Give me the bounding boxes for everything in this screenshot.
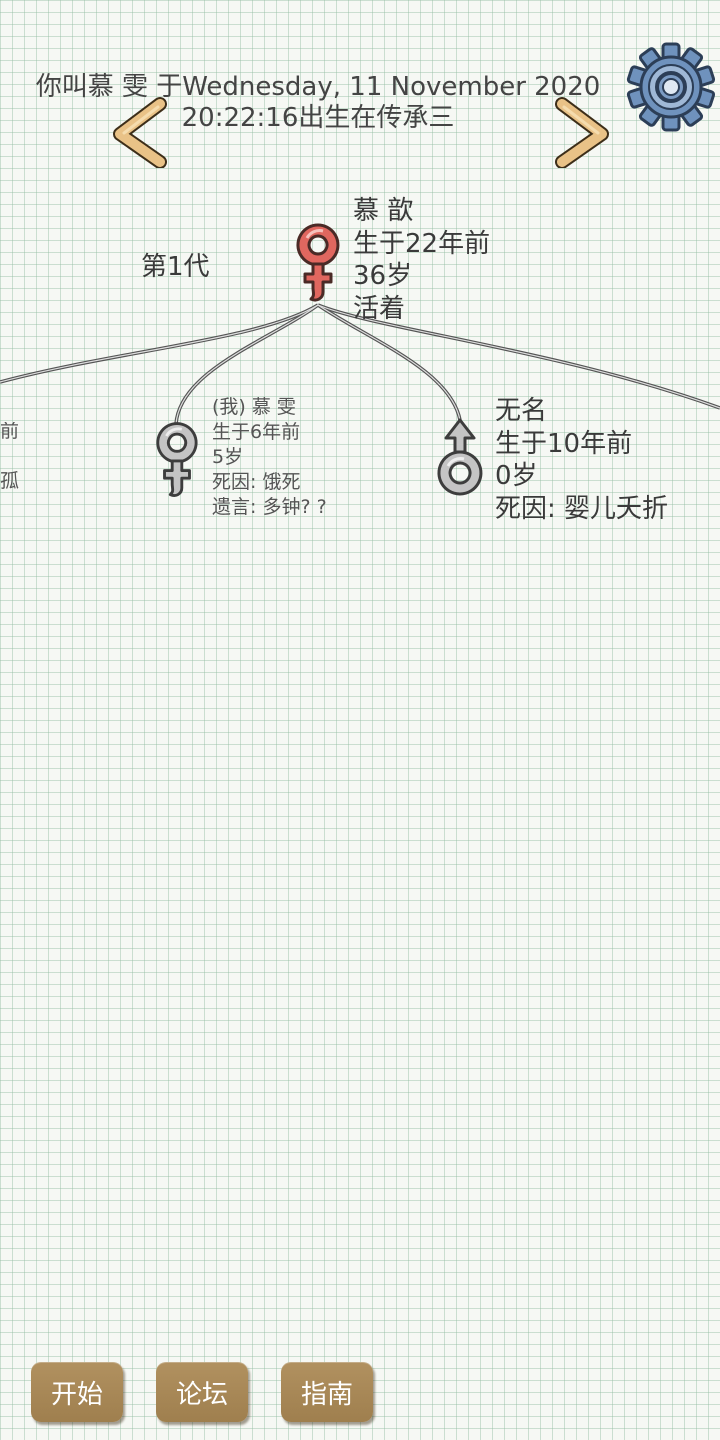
child-offscreen-line2 (0, 447, 44, 472)
me-female-symbol-icon[interactable] (153, 420, 201, 500)
gear-icon (626, 42, 716, 132)
child-info-offscreen: 年前 孤 (0, 422, 44, 497)
son-name: 无名 (495, 396, 548, 426)
guide-button[interactable]: 指南 (281, 1362, 373, 1422)
son-age: 0岁 (495, 461, 538, 491)
forum-button[interactable]: 论坛 (156, 1362, 248, 1422)
son-born: 生于10年前 (495, 428, 633, 459)
son-male-symbol-icon[interactable] (434, 418, 486, 498)
generation-label: 第1代 (141, 252, 210, 282)
previous-arrow-button[interactable] (110, 96, 174, 169)
me-age: 5岁 (212, 446, 244, 468)
parent-female-symbol-icon[interactable] (293, 222, 343, 304)
parent-age: 36岁 (353, 261, 413, 291)
parent-info: 慕 歆 生于22年前 36岁 活着 (353, 198, 490, 328)
birth-info-line-2: 20:22:16出生在传承三 (181, 103, 455, 133)
next-arrow-button[interactable] (550, 96, 614, 169)
son-death-cause: 死因: 婴儿夭折 (495, 493, 669, 524)
child-offscreen-line3: 孤 (0, 470, 20, 492)
birth-info-line-1: 你叫慕 雯 于Wednesday, 11 November 2020 (35, 72, 601, 102)
child-offscreen-born: 年前 (0, 422, 20, 442)
family-tree-connectors (0, 303, 720, 425)
me-born: 生于6年前 (212, 421, 301, 443)
chevron-right-icon (555, 97, 609, 169)
son-info: 无名 生于10年前 0岁 死因: 婴儿夭折 (495, 398, 668, 528)
parent-status: 活着 (353, 293, 406, 324)
parent-name: 慕 歆 (353, 196, 414, 226)
me-info: (我) 慕 雯 生于6年前 5岁 死因: 饿死 遗言: 多钟? ? (212, 398, 327, 523)
settings-button[interactable] (626, 42, 716, 132)
parent-born: 生于22年前 (353, 228, 491, 259)
me-death-cause: 死因: 饿死 (212, 471, 301, 493)
me-name: (我) 慕 雯 (212, 396, 296, 418)
start-button[interactable]: 开始 (31, 1362, 123, 1422)
me-last-words: 遗言: 多钟? ? (212, 496, 327, 518)
chevron-left-icon (113, 97, 167, 169)
